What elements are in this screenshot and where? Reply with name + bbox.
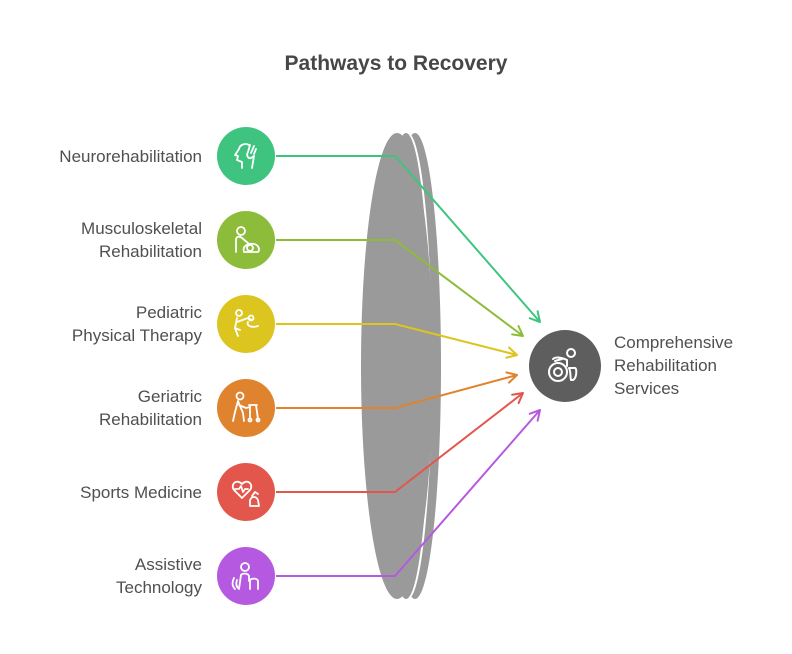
label-line: Technology (115, 578, 202, 597)
heart-muscle-icon (231, 480, 260, 507)
arrowhead (505, 346, 518, 359)
target-node (529, 330, 601, 402)
label-line: Pediatric (135, 303, 202, 322)
head-hand-icon (234, 143, 257, 169)
label-line: Services (614, 379, 680, 398)
label-line: Rehabilitation (614, 356, 718, 375)
label-line: Geriatric (137, 387, 202, 406)
source-node (217, 295, 275, 353)
lens-front (361, 133, 433, 599)
label-line: Sports Medicine (80, 482, 202, 502)
label-line: Physical Therapy (71, 326, 202, 345)
label-line: Musculoskeletal (81, 219, 202, 238)
arrowhead (511, 392, 524, 405)
node-circle (217, 547, 275, 605)
source-node (217, 379, 275, 437)
connector-arrow (276, 155, 541, 323)
label-line: Assistive (134, 555, 202, 574)
source-label: Sports Medicine (80, 481, 202, 504)
label-line: Neurorehabilitation (59, 146, 202, 166)
connector-arrow (276, 323, 518, 359)
therapist-patient-icon (235, 226, 260, 253)
node-circle (217, 211, 275, 269)
node-circle (217, 463, 275, 521)
node-circle (217, 295, 275, 353)
arrowhead (528, 310, 541, 323)
source-node (217, 211, 275, 269)
adult-child-exercise-icon (234, 309, 259, 337)
source-node (217, 547, 275, 605)
diagram-title: Pathways to Recovery (284, 52, 508, 75)
connector-line (276, 239, 524, 337)
connector-line (276, 392, 524, 493)
label-line: Comprehensive (614, 333, 734, 352)
wheelchair-icon (548, 348, 578, 382)
walker-icon (232, 391, 261, 423)
source-label: Neurorehabilitation (59, 145, 202, 168)
connector-line (276, 374, 518, 409)
connector-arrow (276, 392, 524, 493)
connector-arrow (276, 409, 541, 577)
arrowhead (528, 409, 541, 422)
label-line: Rehabilitation (98, 242, 202, 261)
connector-arrow (276, 371, 518, 409)
connector-line (276, 409, 541, 577)
lens-shape (361, 133, 441, 599)
connector-line (276, 155, 541, 323)
source-node (217, 463, 275, 521)
label-line: Rehabilitation (98, 410, 202, 429)
connector-line (276, 323, 518, 356)
arrowhead (511, 324, 524, 337)
arrowhead (505, 371, 518, 384)
assistive-hand-icon (231, 562, 259, 590)
connector-arrow (276, 239, 524, 337)
node-circle (217, 127, 275, 185)
source-node (217, 127, 275, 185)
